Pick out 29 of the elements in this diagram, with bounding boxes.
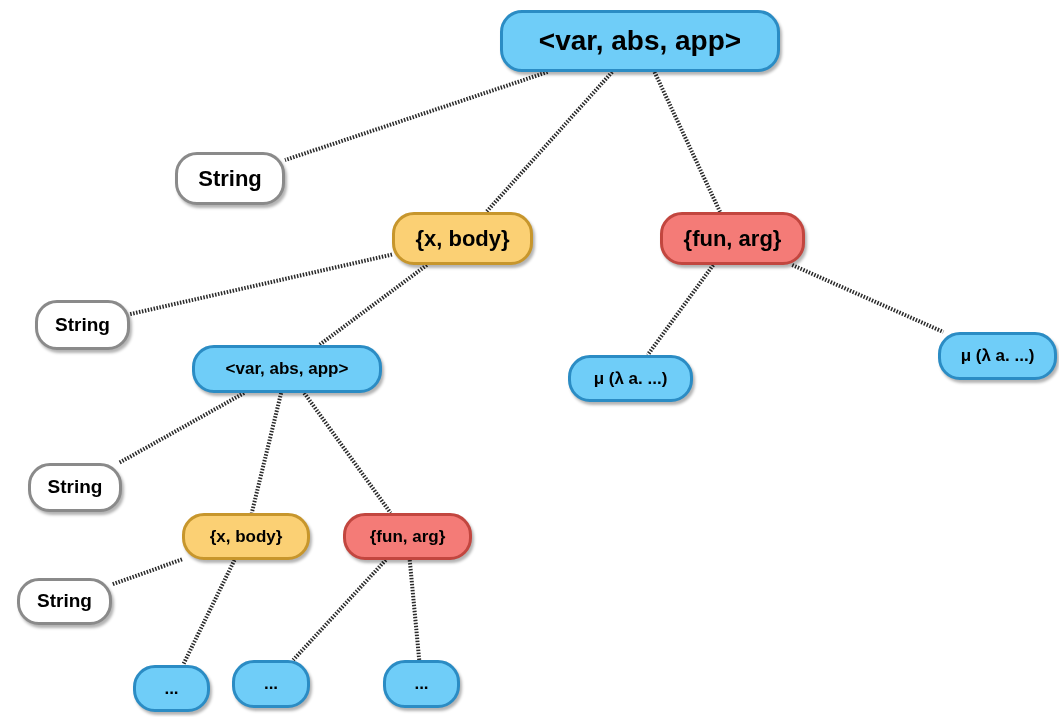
dotted-connector [407, 559, 422, 661]
rounded-node: String [175, 152, 285, 205]
rounded-node: {fun, arg} [343, 513, 472, 560]
rounded-node: ... [232, 660, 310, 708]
dotted-connector [318, 263, 429, 347]
dotted-connector [646, 263, 715, 357]
rounded-node: {fun, arg} [660, 212, 805, 265]
rounded-node: <var, abs, app> [500, 10, 780, 72]
dotted-connector [111, 557, 183, 587]
dotted-connector [284, 70, 549, 162]
rounded-node: <var, abs, app> [192, 345, 382, 393]
dotted-connector [484, 70, 614, 214]
rounded-node: String [35, 300, 130, 350]
dotted-connector [302, 391, 393, 515]
dotted-connector [129, 252, 393, 317]
rounded-node: μ (λ a. ...) [568, 355, 693, 402]
rounded-node: String [28, 463, 122, 512]
dotted-connector [791, 263, 945, 334]
dotted-connector [249, 392, 284, 514]
dotted-connector [652, 71, 722, 213]
rounded-node: String [17, 578, 112, 625]
rounded-node: μ (λ a. ...) [938, 332, 1057, 380]
rounded-node: {x, body} [392, 212, 533, 265]
rounded-node: ... [133, 665, 210, 712]
rounded-node: ... [383, 660, 460, 708]
dotted-connector [181, 559, 237, 666]
dotted-connector [291, 558, 388, 662]
rounded-node: {x, body} [182, 513, 310, 560]
dotted-connector [117, 391, 246, 465]
